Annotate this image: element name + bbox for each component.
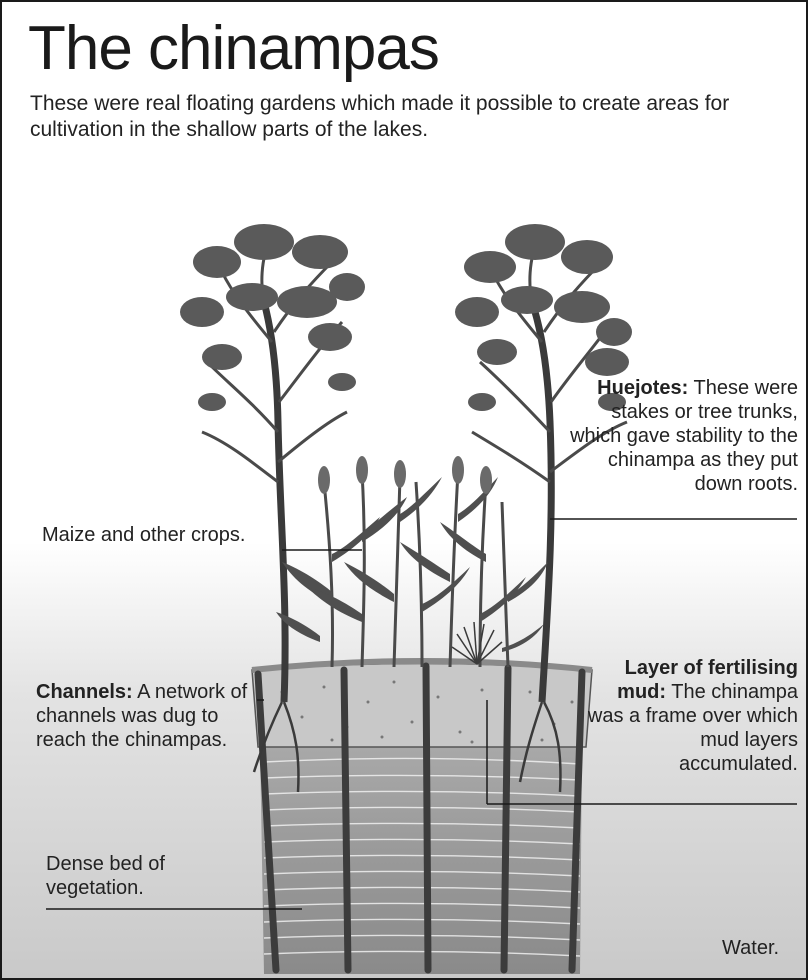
label-maize: Maize and other crops. <box>42 523 282 547</box>
page-subtitle: These were real floating gardens which m… <box>30 91 800 144</box>
label-channels-title: Channels: <box>36 681 133 703</box>
label-huejotes-title: Huejotes: <box>597 377 688 399</box>
vegetation-bed <box>260 747 582 974</box>
label-channels: Channels: A network of channels was dug … <box>36 680 254 752</box>
page-title: The chinampas <box>28 18 439 80</box>
label-huejotes: Huejotes: These were stakes or tree trun… <box>562 376 798 496</box>
label-water: Water. <box>722 936 802 960</box>
label-mud: Layer of fertilising mud: The chinampa w… <box>587 656 798 776</box>
label-vegetation: Dense bed of vegetation. <box>46 852 196 900</box>
